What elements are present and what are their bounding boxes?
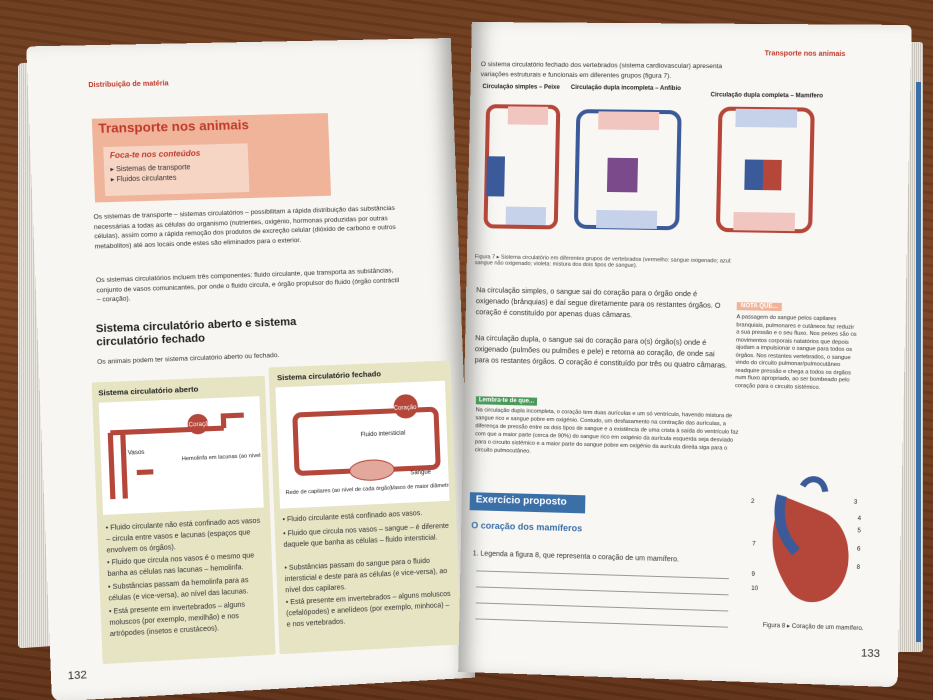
exercise-title: Exercício proposto (470, 492, 586, 513)
double-circulation-paragraph: Na circulação dupla, o sangue sai do cor… (475, 332, 728, 371)
label-coracao: Coração (189, 422, 213, 429)
fig-title-peixe: Circulação simples – Peixe (482, 84, 559, 91)
left-page: Distribuição de matéria Transporte nos a… (26, 38, 475, 700)
fig-title-anfibio: Circulação dupla incompleta – Anfíbio (571, 85, 681, 92)
heart-num-9: 9 (751, 572, 755, 578)
remember-text: Na circulação dupla incompleta, o coraçã… (475, 406, 741, 461)
heart-num-4: 4 (858, 516, 862, 522)
figure-8-caption: Figura 8 ▸ Coração de um mamífero. (763, 622, 864, 632)
page-number-right: 133 (861, 647, 880, 660)
heart-num-8: 8 (857, 565, 861, 571)
closed-system-diagram: Coração Fluido intersticial Sangue Rede … (275, 381, 449, 509)
open-textbook: Distribuição de matéria Transporte nos a… (18, 22, 923, 682)
intro-paragraph: O sistema circulatório fechado dos verte… (481, 60, 744, 81)
heart-num-6: 6 (857, 546, 861, 552)
heart-num-3: 3 (854, 500, 858, 506)
label-rede-capilares: Rede de capilares (ao nível de cada órgã… (286, 485, 393, 496)
label-vasos: Vasos (128, 450, 145, 457)
answer-line[interactable] (475, 618, 728, 627)
closed-circulation-illustration: Coração Fluido intersticial Sangue Rede … (275, 381, 449, 509)
exercise-question: 1. Legenda a figura 8, que representa o … (473, 550, 679, 563)
open-circulation-illustration: Hemolinfa Coração Vasos Hemolinfa em lac… (99, 396, 264, 515)
open-bullet: • Está presente em invertebrados – algun… (109, 598, 269, 640)
answer-line[interactable] (476, 602, 729, 611)
label-coracao-closed: Coração (394, 405, 418, 412)
running-head: Distribuição de matéria (88, 80, 168, 89)
simple-circulation-paragraph: Na circulação simples, o sangue sai do c… (476, 284, 729, 322)
components-paragraph: Os sistemas circulatórios incluem três c… (96, 266, 404, 305)
running-head: Transporte nos animais (765, 50, 846, 58)
heart-num-2: 2 (751, 499, 755, 505)
closed-system-title: Sistema circulatório fechado (277, 369, 381, 382)
label-hemolinfa: Hemolinfa (108, 420, 137, 427)
open-system-panel: Sistema circulatório aberto Hemolinfa Co… (92, 376, 276, 664)
section-title: Sistema circulatório aberto e sistema ci… (96, 314, 343, 349)
label-hemolinfa-lacunas: Hemolinfa em lacunas (ao nível de cada ó… (182, 451, 264, 462)
answer-line[interactable] (476, 570, 729, 579)
page-number-left: 132 (67, 669, 87, 682)
intro-paragraph: Os sistemas de transporte – sistemas cir… (93, 204, 401, 252)
note-text: A passagem do sangue pelos capilares bra… (735, 314, 858, 393)
heart-illustration: 2 3 4 5 6 7 8 9 10 (749, 475, 865, 620)
answer-line[interactable] (476, 586, 729, 595)
heart-num-5: 5 (857, 528, 861, 534)
label-fluido-intersticial: Fluido intersticial (360, 431, 405, 439)
open-system-title: Sistema circulatório aberto (98, 384, 198, 397)
closed-system-panel: Sistema circulatório fechado Coração Flu… (269, 360, 461, 654)
open-system-diagram: Hemolinfa Coração Vasos Hemolinfa em lac… (99, 396, 264, 515)
label-vasos-maior: Vasos de maior diâmetro (391, 483, 450, 492)
heart-figure: 2 3 4 5 6 7 8 9 10 (749, 475, 865, 620)
heart-num-7: 7 (752, 541, 756, 547)
note-box: NOTA QUE... A passagem do sangue pelos c… (734, 302, 858, 436)
label-sangue: Sangue (410, 470, 432, 477)
remember-title: Lembra-te de que... (476, 396, 537, 405)
figure-7: Circulação simples – Peixe Circulação du… (475, 82, 844, 253)
circulation-diagrams (475, 96, 844, 267)
exercise-subtitle: O coração dos mamíferos (471, 520, 582, 533)
closed-bullet: • Fluido que circula nos vasos – sangue … (283, 521, 451, 551)
right-page: Transporte nos animais O sistema circula… (458, 22, 911, 687)
heart-num-10: 10 (751, 586, 759, 592)
note-title: NOTA QUE... (737, 302, 782, 311)
